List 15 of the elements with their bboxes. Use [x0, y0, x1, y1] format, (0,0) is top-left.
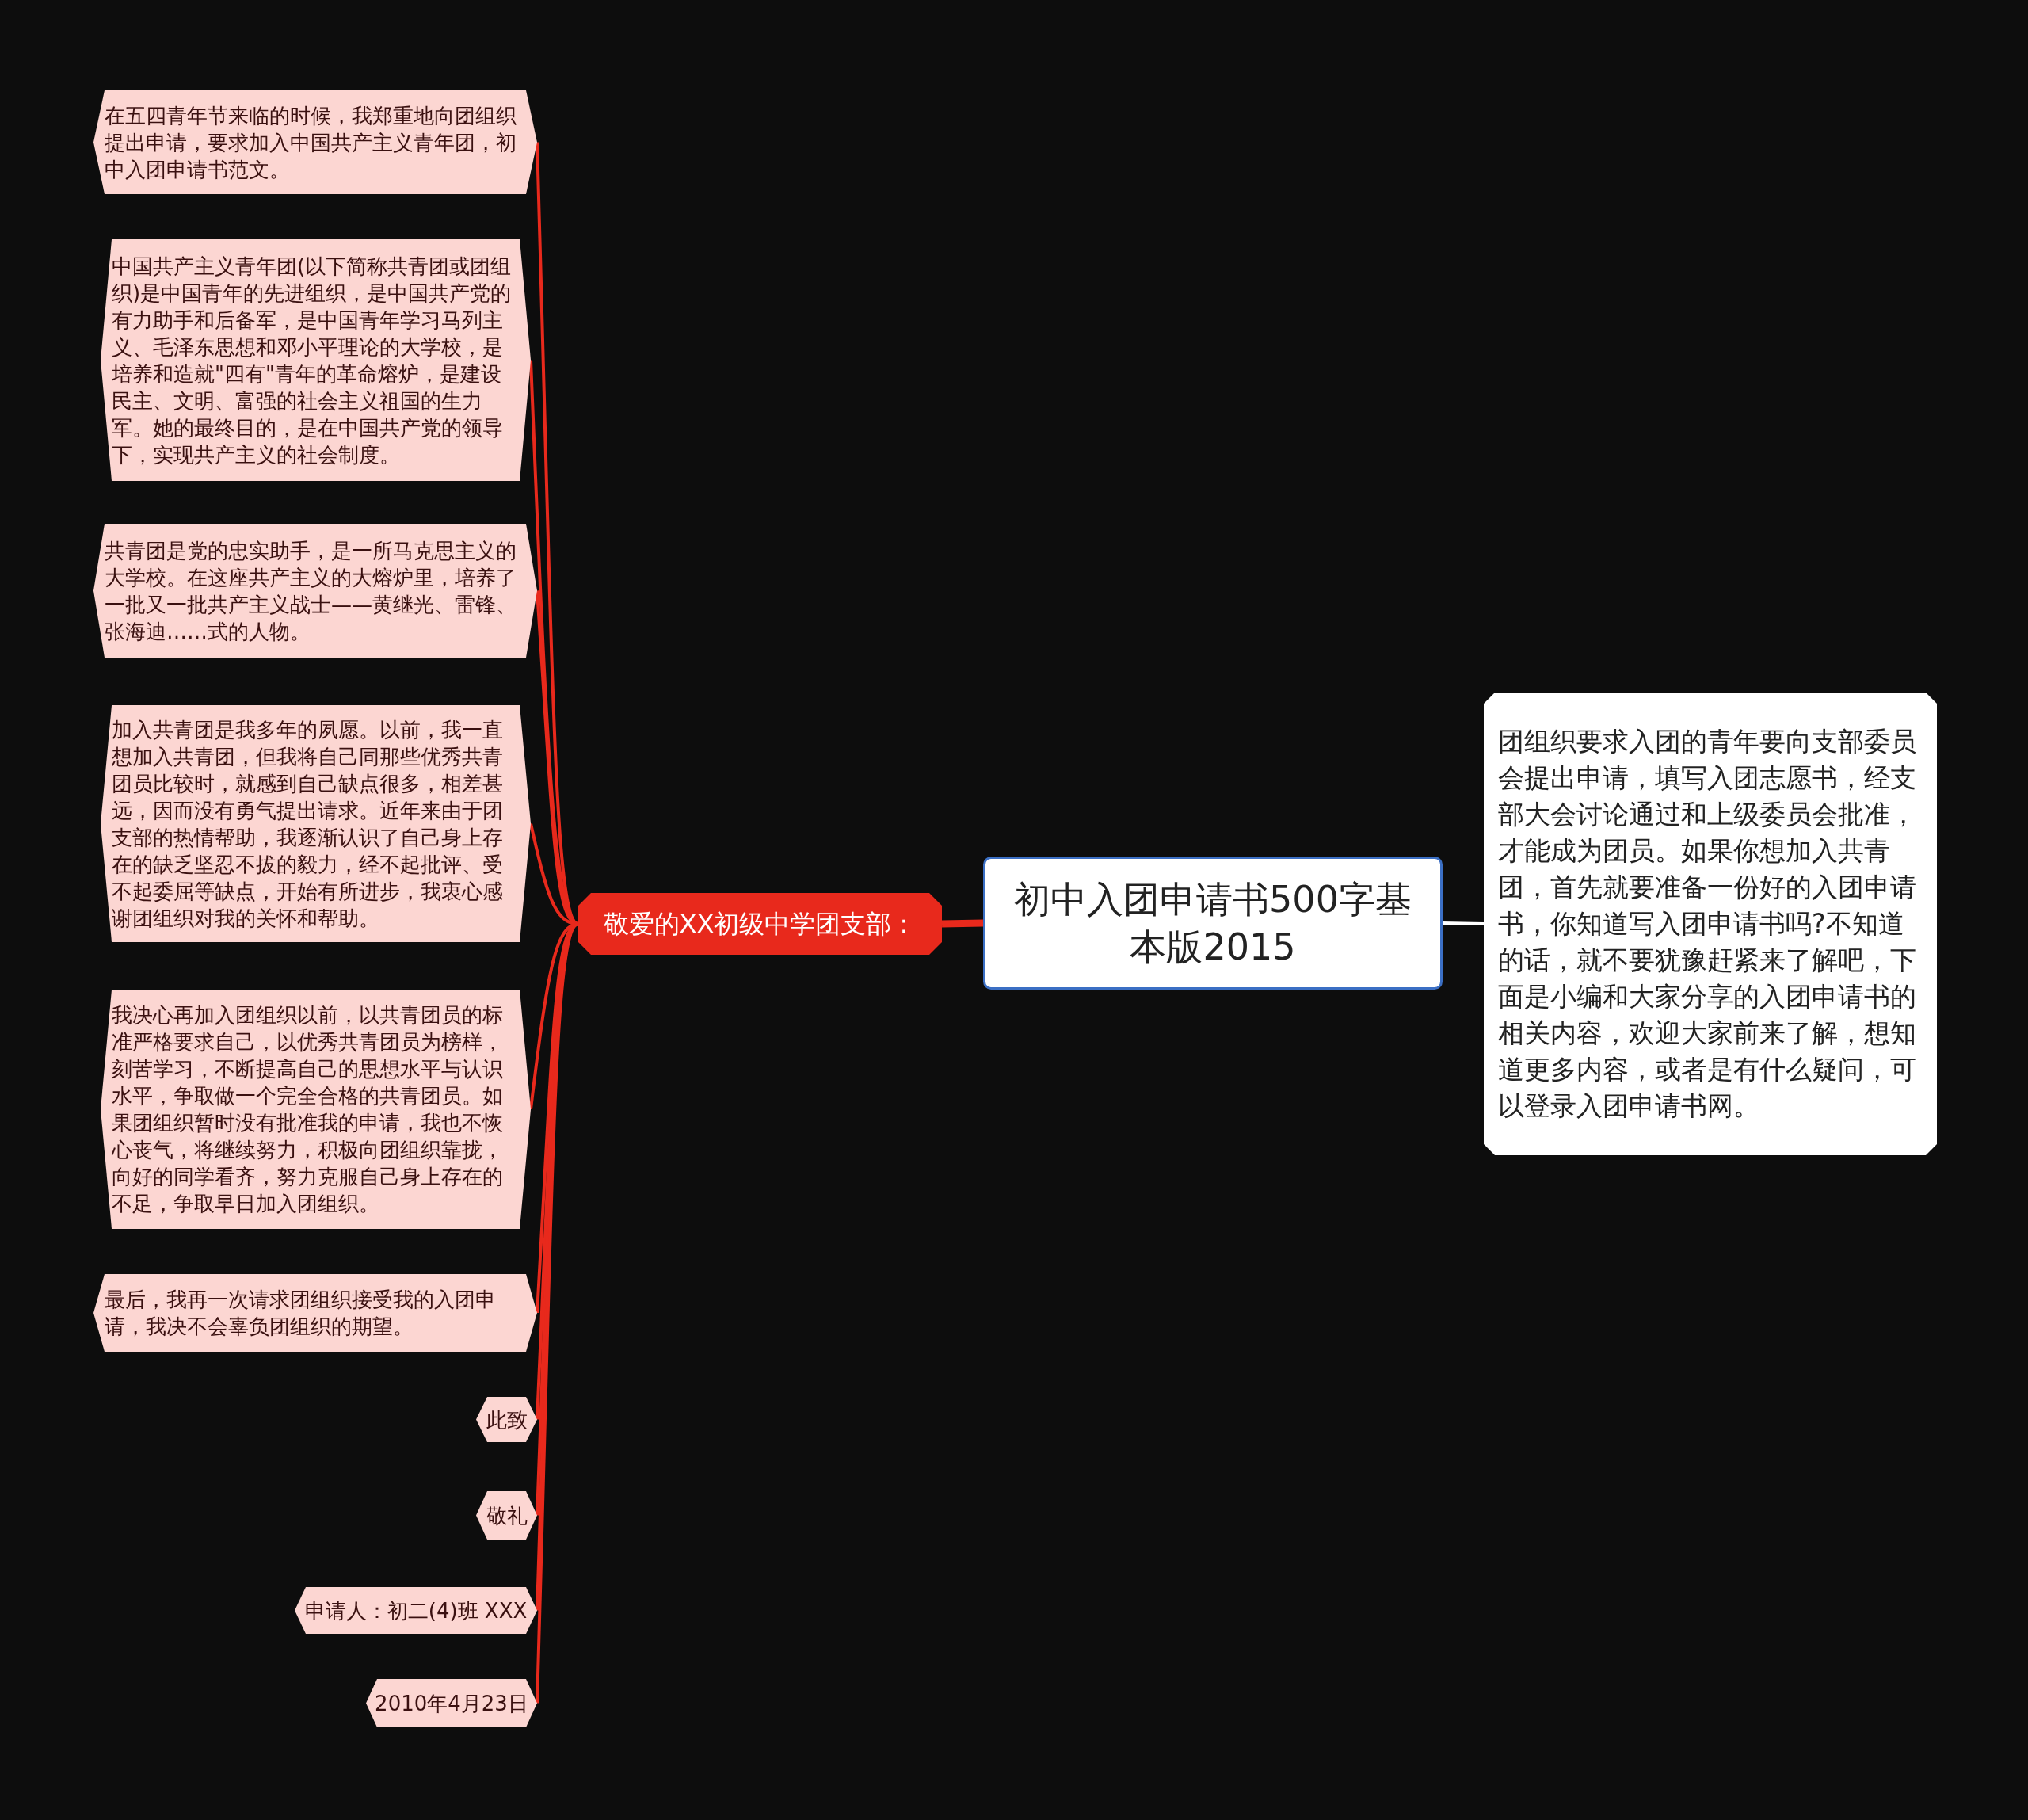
topic-box: 中国共产主义青年团(以下简称共青团或团组织)是中国青年的先进组织，是中国共产党的有力助手和后备军，是中国青年学习马列主义、毛泽东思想和邓小平理论的大学校，是培养和造就"四有"青年的革命熔炉，是建设民主、文明、富强的社会主义祖国的生力军。她的最终目的，是在中国共产党的领导下，实现共产主义的社会制度。: [101, 239, 531, 481]
topic-box: 此致: [476, 1397, 537, 1442]
topic-box: 敬礼: [476, 1491, 537, 1540]
topic-box: 在五四青年节来临的时候，我郑重地向团组织提出申请，要求加入中国共产主义青年团，初中入团申请书范文。: [93, 90, 537, 194]
connector-line: [1442, 921, 1485, 925]
topic-box: 我决心再加入团组织以前，以共青团员的标准严格要求自己，以优秀共青团员为榜样，刻苦学习，不断提高自己的思想水平与认识水平，争取做一个完全合格的共青团员。如果团组织暂时没有批准我的申请，我也不恢心丧气，将继续努力，积极向团组织靠拢，向好的同学看齐，努力克服自己身上存在的不足，争取早日加入团组织。: [101, 990, 531, 1229]
topic-box: 共青团是党的忠实助手，是一所马克思主义的大学校。在这座共产主义的大熔炉里，培养了一批又一批共产主义战士——黄继光、雷锋、张海迪……式的人物。: [93, 524, 537, 658]
topic-box: 加入共青团是我多年的夙愿。以前，我一直想加入共青团，但我将自己同那些优秀共青团员比较时，就感到自己缺点很多，相差甚远，因而没有勇气提出请求。近年来由于团支部的热情帮助，我逐渐认识了自己身上存在的缺乏坚忍不拔的毅力，经不起批评、受不起委屈等缺点，开始有所进步，我衷心感谢团组织对我的关怀和帮助。: [101, 705, 531, 942]
connector-line: [941, 919, 984, 928]
topic-box: 最后，我再一次请求团组织接受我的入团申请，我决不会辜负团组织的期望。: [93, 1274, 537, 1352]
title-box: 初中入团申请书500字基本版2015: [983, 857, 1443, 990]
branch-box: 敬爱的XX初级中学团支部：: [578, 893, 942, 955]
note-box: 团组织要求入团的青年要向支部委员会提出申请，填写入团志愿书，经支部大会讨论通过和上级委员会批准，才能成为团员。如果你想加入共青团，首先就要准备一份好的入团申请书，你知道写入团申请书吗?不知道的话，就不要犹豫赶紧来了解吧，下面是小编和大家分享的入团申请书的相关内容，欢迎大家前来了解，想知道更多内容，或者是有什么疑问，可以登录入团申请书网。: [1484, 693, 1937, 1155]
topic-box: 申请人：初二(4)班 XXX: [295, 1587, 537, 1634]
topic-box: 2010年4月23日: [366, 1679, 537, 1727]
